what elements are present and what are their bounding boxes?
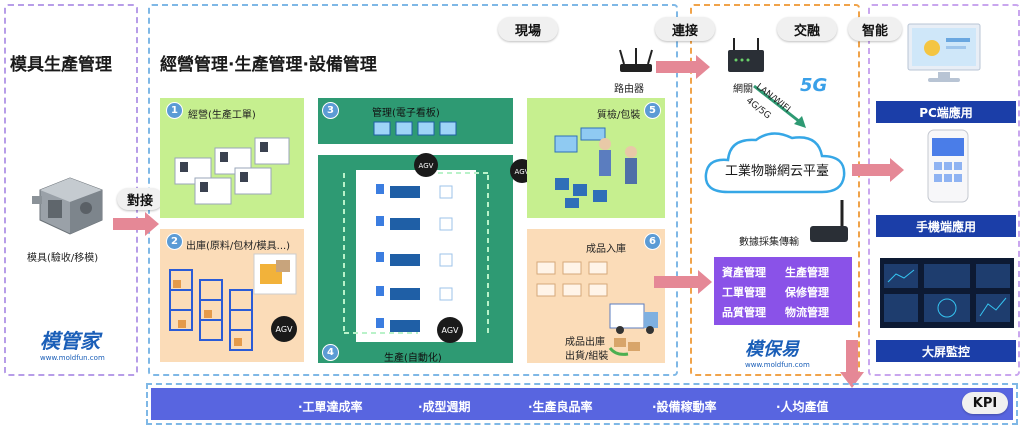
site-tag: 現場 xyxy=(498,17,558,41)
systems-panel xyxy=(714,257,852,325)
system-quality-management: 品質管理 xyxy=(722,306,766,319)
arrow-down-to-kpi xyxy=(840,340,864,388)
production-machines xyxy=(376,184,453,332)
agv-text: AGV xyxy=(515,168,530,176)
connect-tag: 連接 xyxy=(655,17,715,41)
system-maintenance-management: 保修管理 xyxy=(785,286,829,299)
system-production-management: 生產管理 xyxy=(785,266,829,279)
pc-monitor-image xyxy=(907,23,981,82)
agv-text: AGV xyxy=(275,325,293,334)
kpi-tag: KPI xyxy=(962,392,1008,414)
panel-management xyxy=(318,98,513,144)
panel-6-number: 6 xyxy=(644,233,661,250)
warehouse-shelves-image xyxy=(169,253,297,351)
kpi-bar xyxy=(146,383,1018,425)
app-big-screen: 大屏監控 xyxy=(876,340,1016,362)
connector-tag-left: 對接 xyxy=(117,188,163,210)
panel-3-label: 管理(電子看板) xyxy=(372,108,440,119)
panel-3-number: 3 xyxy=(322,102,339,119)
arrow-right-left-connector xyxy=(113,212,159,236)
agv-icon-top: AGV xyxy=(414,153,438,177)
brand-logo-moldfun: 模管家 www.moldfun.com xyxy=(40,325,105,362)
fusion-tag: 交融 xyxy=(777,17,837,41)
panel-2-label: 出庫(原料/包材/模具...) xyxy=(186,241,291,252)
smart-region xyxy=(868,4,1020,376)
delivery-truck-image xyxy=(608,303,658,356)
kpi-cycle-time: ·成型週期 xyxy=(418,400,471,414)
panel-5-number: 5 xyxy=(644,102,661,119)
panel-4-label: 生產(自動化) xyxy=(384,353,442,364)
panel-4-number: 4 xyxy=(322,344,339,361)
system-workorder-management: 工單管理 xyxy=(722,286,766,299)
kpi-output-per-person: ·人均產值 xyxy=(776,400,829,414)
router-label: 路由器 xyxy=(614,84,644,95)
agv-text: AGV xyxy=(419,162,434,170)
fusion-brand-url: www.moldfun.com xyxy=(745,361,810,369)
kpi-bar-fill xyxy=(151,388,1013,420)
data-collector-icon xyxy=(810,200,848,242)
gateway-icon xyxy=(728,38,764,72)
site-title: 經營管理·生產管理·設備管理 xyxy=(160,55,377,75)
system-asset-management: 資產管理 xyxy=(722,266,766,279)
inspection-workers-image xyxy=(554,127,637,208)
mobile-phone-image xyxy=(927,129,969,203)
mold-label: 模具(驗收/移模) xyxy=(27,253,99,264)
ship-label-2: 出貨/組裝 xyxy=(565,351,609,362)
mold-management-title: 模具生產管理 xyxy=(10,55,112,75)
agv-icon-outbound: AGV xyxy=(271,316,297,342)
kpi-utilization-rate: ·設備稼動率 xyxy=(652,400,717,414)
signal-arrow xyxy=(753,84,806,128)
router-icon xyxy=(619,48,653,72)
agv-text: AGV xyxy=(441,326,459,335)
mold-image xyxy=(32,177,103,235)
system-logistics-management: 物流管理 xyxy=(785,306,829,319)
big-screen-dashboard-image xyxy=(880,258,1014,328)
fusion-region xyxy=(690,4,860,376)
app-pc: PC端應用 xyxy=(876,101,1016,123)
kpi-workorder-rate: ·工單達成率 xyxy=(298,400,363,414)
agv-icon-bottom: AGV xyxy=(437,317,463,343)
kanban-board-icons xyxy=(373,121,457,136)
brand-url: www.moldfun.com xyxy=(40,354,105,362)
smart-tag: 智能 xyxy=(848,17,902,41)
fusion-brand-name: 模保易 xyxy=(745,339,799,360)
gateway-label: 網關 xyxy=(733,84,753,95)
arrow-finished-to-systems xyxy=(654,270,712,294)
panel-5-label: 質檢/包裝 xyxy=(597,110,641,121)
panel-6-label: 成品入庫 xyxy=(586,244,626,255)
arrow-cloud-to-apps xyxy=(852,158,904,182)
brand-name: 模管家 xyxy=(40,329,100,353)
kpi-yield-rate: ·生產良品率 xyxy=(528,400,593,414)
panel-2-number: 2 xyxy=(166,233,183,250)
five-g-logo: 5G xyxy=(800,75,828,96)
panel-1-label: 經營(生產工單) xyxy=(188,110,256,121)
finished-goods-boxes xyxy=(536,261,608,297)
office-cubicles-image xyxy=(174,137,290,205)
arrow-router-to-gateway xyxy=(656,55,710,79)
brand-logo-moldbaoyi: 模保易 www.moldfun.com xyxy=(745,335,810,369)
app-mobile: 手機端應用 xyxy=(876,215,1016,237)
cloud-label: 工業物聯網云平臺 xyxy=(725,164,830,179)
collector-label: 數據採集傳輸 xyxy=(739,237,799,248)
ship-label-1: 成品出庫 xyxy=(565,337,605,348)
cloud-shape xyxy=(704,132,846,194)
panel-1-number: 1 xyxy=(166,102,183,119)
